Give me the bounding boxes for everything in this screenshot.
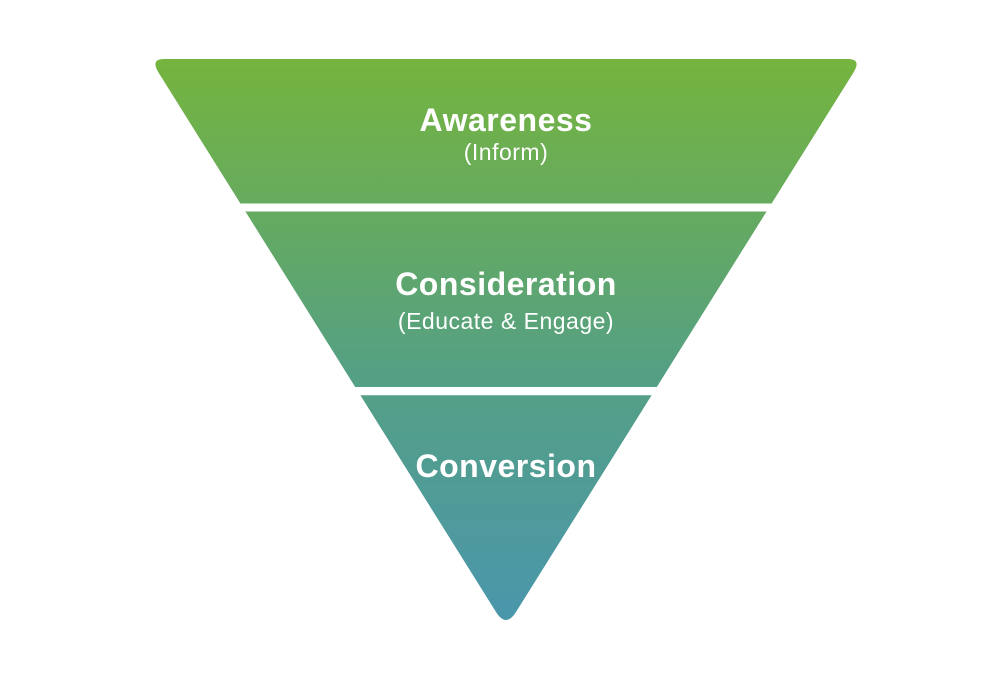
awareness-label: Awareness (420, 102, 593, 138)
consideration-sublabel: (Educate & Engage) (398, 308, 614, 334)
awareness-sublabel: (Inform) (464, 139, 549, 165)
conversion-label: Conversion (415, 448, 596, 484)
consideration-segment (245, 211, 767, 387)
consideration-label: Consideration (395, 266, 617, 302)
conversion-segment (360, 395, 652, 620)
awareness-segment (155, 59, 857, 204)
